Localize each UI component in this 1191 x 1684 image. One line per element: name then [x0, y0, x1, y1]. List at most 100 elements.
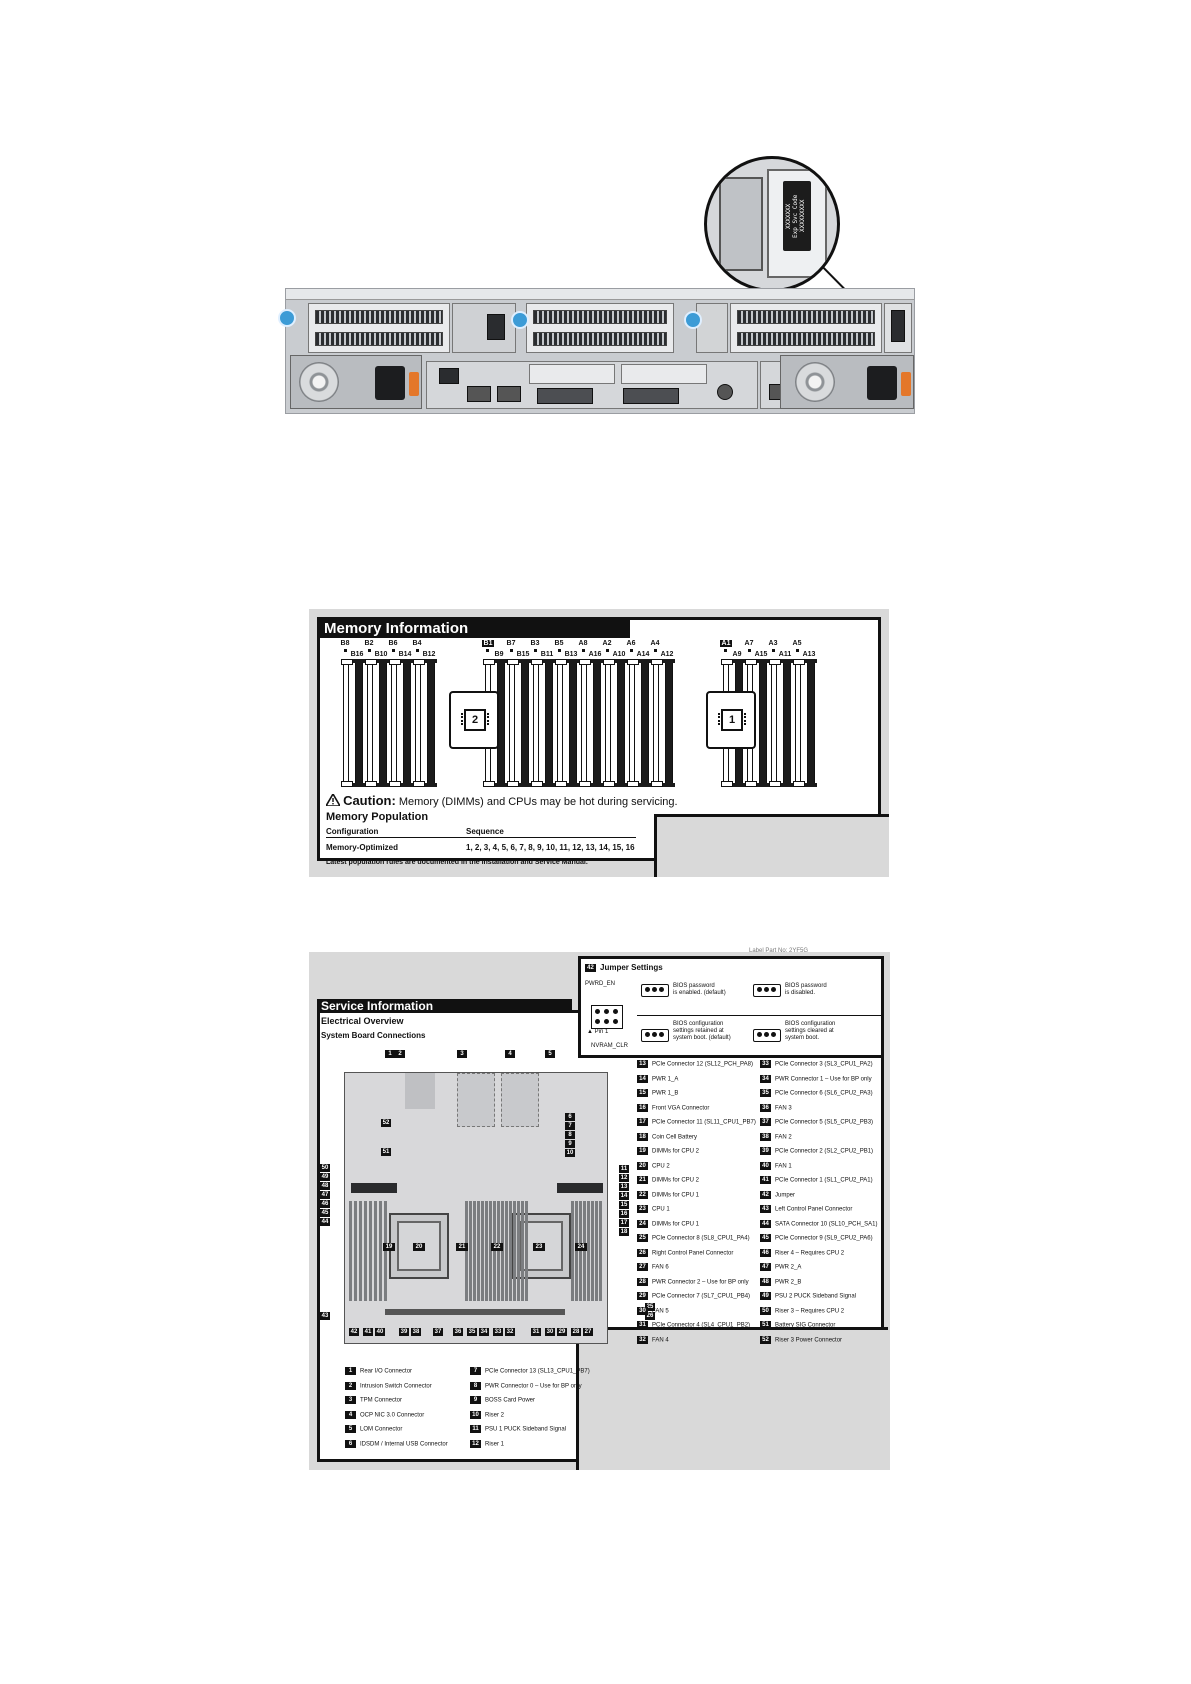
callout-8: 8 [565, 1131, 575, 1139]
population-footer: Latest population rules are documented i… [326, 859, 588, 866]
dimm-label-top: A3 [768, 640, 778, 647]
dimm-slot [603, 659, 615, 787]
dimm-slot [377, 659, 389, 787]
legend-number: 34 [760, 1074, 771, 1083]
id-button[interactable] [717, 384, 733, 400]
caution-word: Caution: [343, 793, 396, 808]
legend-text: Coin Cell Battery [652, 1134, 698, 1141]
legend-text: FAN 4 [652, 1337, 669, 1344]
dimm-marker [510, 649, 513, 652]
thumbscrew-icon[interactable] [278, 309, 296, 327]
legend-number: 24 [637, 1219, 648, 1228]
callout-47: 47 [320, 1191, 330, 1199]
board-dimm-slot [469, 1201, 472, 1301]
dimm-label-bottom: A10 [612, 651, 626, 658]
jumper-header-diagram [591, 1005, 623, 1029]
legend-number: 15 [637, 1089, 648, 1097]
dimm-slot [401, 659, 413, 787]
dimm-label-bottom: A11 [778, 651, 792, 658]
callout-50: 50 [320, 1164, 330, 1172]
dimm-slot [425, 659, 437, 787]
legend-number: 30 [637, 1306, 648, 1315]
board-dimm-slot [465, 1201, 468, 1301]
legend-number: 6 [345, 1439, 356, 1448]
board-dimm-slot [525, 1201, 528, 1301]
service-notch [576, 1327, 888, 1470]
legend-text: PCIe Connector 9 (SL9_CPU2_PA6) [775, 1235, 873, 1242]
dimm-marker [368, 649, 371, 652]
legend-text: PSU 2 PUCK Sideband Signal [775, 1293, 857, 1300]
psu-fan-icon [795, 362, 835, 402]
legend-text: CPU 2 [652, 1163, 670, 1170]
service-tag-line-1: XXXXXXX [785, 203, 792, 229]
riser-4-connector [351, 1183, 397, 1193]
thumbscrew-icon[interactable] [684, 311, 702, 329]
ocp-area [457, 1073, 495, 1127]
legend-text: PCIe Connector 11 (SL11_CPU1_PB7) [652, 1119, 756, 1126]
legend-number: 47 [760, 1263, 771, 1271]
dimm-label-top: A7 [744, 640, 754, 647]
legend-text: DIMMs for CPU 1 [652, 1192, 700, 1199]
board-dimm-slot [509, 1201, 512, 1301]
board-label-19: 19 [383, 1243, 395, 1251]
psu-release-latch[interactable] [409, 372, 419, 396]
legend-text: Riser 2 [485, 1412, 505, 1419]
board-dimm-slot [359, 1201, 362, 1301]
legend-number: 17 [637, 1118, 648, 1126]
memory-notch [654, 814, 889, 877]
label-part-number: Label Part No: 2YF5G [749, 948, 809, 954]
legend-text: PCIe Connector 3 (SL3_CPU1_PA2) [775, 1061, 873, 1068]
dimm-slot [579, 659, 591, 787]
dimm-marker [724, 649, 727, 652]
service-information-panel: Label Part No: 2YF5G Service Information… [309, 948, 890, 1470]
callout-15: 15 [619, 1201, 629, 1209]
dimm-label-top: B1 [482, 640, 494, 647]
legend-text: Riser 3 – Requires CPU 2 [775, 1308, 845, 1315]
nvram-label: NVRAM_CLR [591, 1043, 629, 1049]
dimm-label-bottom: A12 [660, 651, 674, 658]
callout-43: 43 [320, 1312, 330, 1320]
dimm-marker [796, 649, 799, 652]
psu-1 [290, 355, 422, 409]
board-dimm-slot [485, 1201, 488, 1301]
caution-text: Memory (DIMMs) and CPUs may be hot durin… [398, 796, 678, 808]
dimm-marker [416, 649, 419, 652]
service-tag-line-2: Exp Svc Code [792, 194, 799, 238]
legend-number: 46 [760, 1248, 771, 1257]
dimm-slot [353, 659, 365, 787]
legend-text: PWR Connector 1 – Use for BP only [775, 1076, 872, 1083]
legend-text: Riser 4 – Requires CPU 2 [775, 1250, 845, 1257]
dimm-label-top: B5 [554, 640, 564, 647]
callout-14: 14 [619, 1192, 629, 1200]
server-rear-view [278, 288, 915, 414]
legend-number: 41 [760, 1176, 771, 1184]
callout-52: 52 [381, 1119, 391, 1127]
psu-release-latch[interactable] [901, 372, 911, 396]
callout-32: 32 [505, 1328, 515, 1336]
callout-17: 17 [619, 1219, 629, 1227]
board-dimm-slot [477, 1201, 480, 1301]
dimm-label-bottom: B11 [540, 651, 554, 658]
legend-number: 10 [470, 1410, 481, 1419]
dimm-slot [543, 659, 555, 787]
legend-number: 19 [637, 1147, 648, 1155]
board-dimm-slot [575, 1201, 578, 1301]
legend-text: PWR 1_B [652, 1090, 679, 1097]
board-dimm-slot [571, 1201, 574, 1301]
cpu2-box: 2 [449, 691, 499, 749]
thumbscrew-icon[interactable] [511, 311, 529, 329]
pcie-slot [315, 310, 443, 324]
